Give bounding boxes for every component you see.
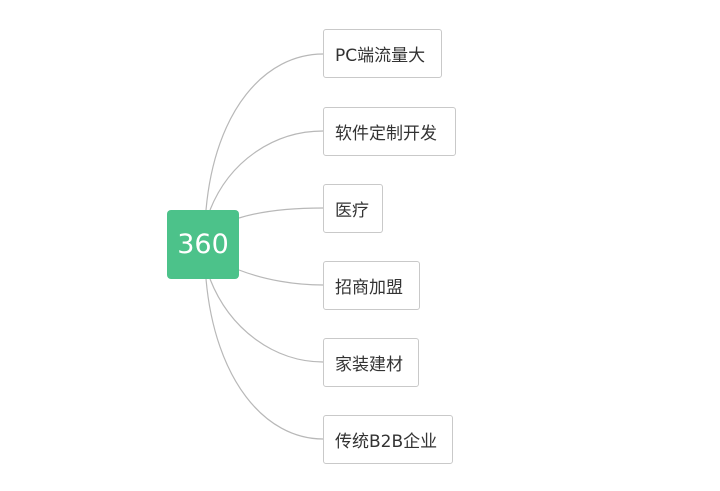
branch-node-label: PC端流量大 <box>335 46 426 66</box>
connector-line-3 <box>238 269 324 286</box>
branch-node-label: 软件定制开发 <box>335 124 437 144</box>
connector-line-5 <box>205 278 324 440</box>
branch-node[interactable]: 家装建材 <box>323 338 419 387</box>
connector-line-1 <box>209 130 324 211</box>
branch-node-label: 招商加盟 <box>335 278 403 298</box>
branch-node[interactable]: 软件定制开发 <box>323 107 456 156</box>
branch-node-label: 传统B2B企业 <box>335 432 438 452</box>
connector-line-0 <box>205 53 324 211</box>
root-node-label: 360 <box>177 229 229 260</box>
branch-node[interactable]: PC端流量大 <box>323 29 442 78</box>
branch-node[interactable]: 招商加盟 <box>323 261 420 310</box>
branch-node[interactable]: 医疗 <box>323 184 383 233</box>
connector-line-2 <box>238 207 324 219</box>
branch-node[interactable]: 传统B2B企业 <box>323 415 453 464</box>
branch-node-label: 医疗 <box>335 201 369 221</box>
root-node[interactable]: 360 <box>167 210 239 279</box>
branch-node-label: 家装建材 <box>335 355 403 375</box>
connector-line-4 <box>209 278 324 363</box>
